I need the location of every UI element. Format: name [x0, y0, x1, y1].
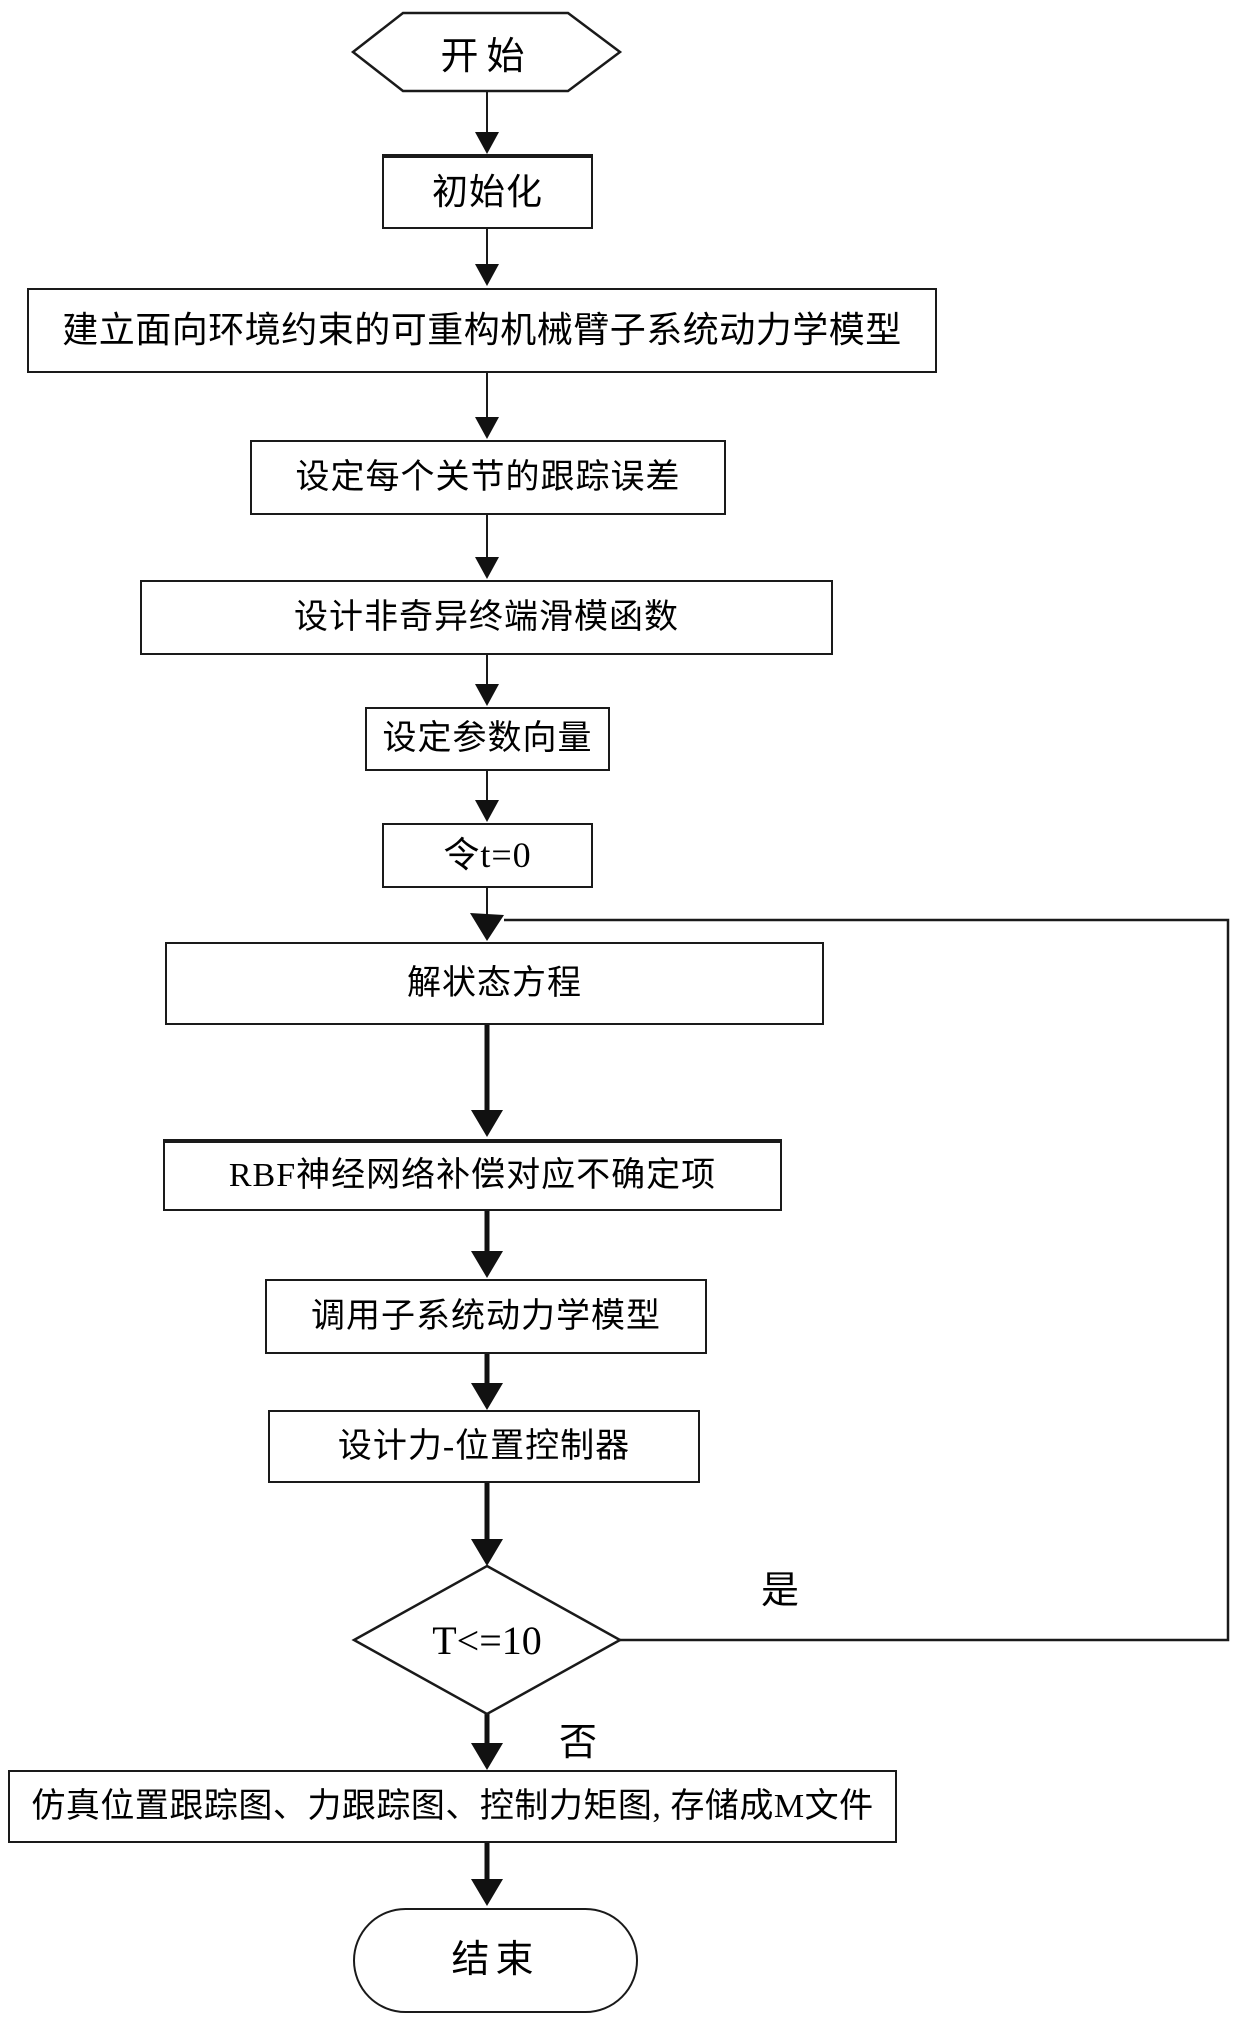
- node-design-force-position-controller: 设计力-位置控制器: [268, 1410, 700, 1483]
- loop-back-line: [504, 918, 1230, 1642]
- node-build-model: 建立面向环境约束的可重构机械臂子系统动力学模型: [27, 288, 937, 373]
- node-set-t-zero: 令t=0: [382, 823, 593, 888]
- yes-branch-label: 是: [760, 1569, 799, 1612]
- decision-diamond-shape: [351, 1564, 623, 1716]
- node-solve-state-equation: 解状态方程: [165, 942, 824, 1025]
- node-rbf-compensation: RBF神经网络补偿对应不确定项: [163, 1139, 782, 1211]
- thin-arrow-heads: [475, 132, 499, 822]
- start-hexagon-shape: [350, 11, 623, 93]
- node-set-param-vector: 设定参数向量: [365, 707, 610, 771]
- loop-junction-arrow-head: [470, 913, 504, 941]
- thick-arrow-heads: [471, 1110, 503, 1906]
- node-init: 初始化: [382, 154, 593, 229]
- node-set-tracking-error: 设定每个关节的跟踪误差: [250, 440, 726, 515]
- start-node-label: 开始: [440, 35, 533, 78]
- node-design-sliding-mode: 设计非奇异终端滑模函数: [140, 580, 833, 655]
- decision-node-label: T<=10: [432, 1617, 542, 1663]
- no-branch-label: 否: [558, 1721, 597, 1764]
- node-simulate-output: 仿真位置跟踪图、力跟踪图、控制力矩图, 存储成M文件: [8, 1770, 897, 1843]
- node-call-subsystem-model: 调用子系统动力学模型: [265, 1279, 707, 1354]
- node-end: 结束: [353, 1908, 638, 2013]
